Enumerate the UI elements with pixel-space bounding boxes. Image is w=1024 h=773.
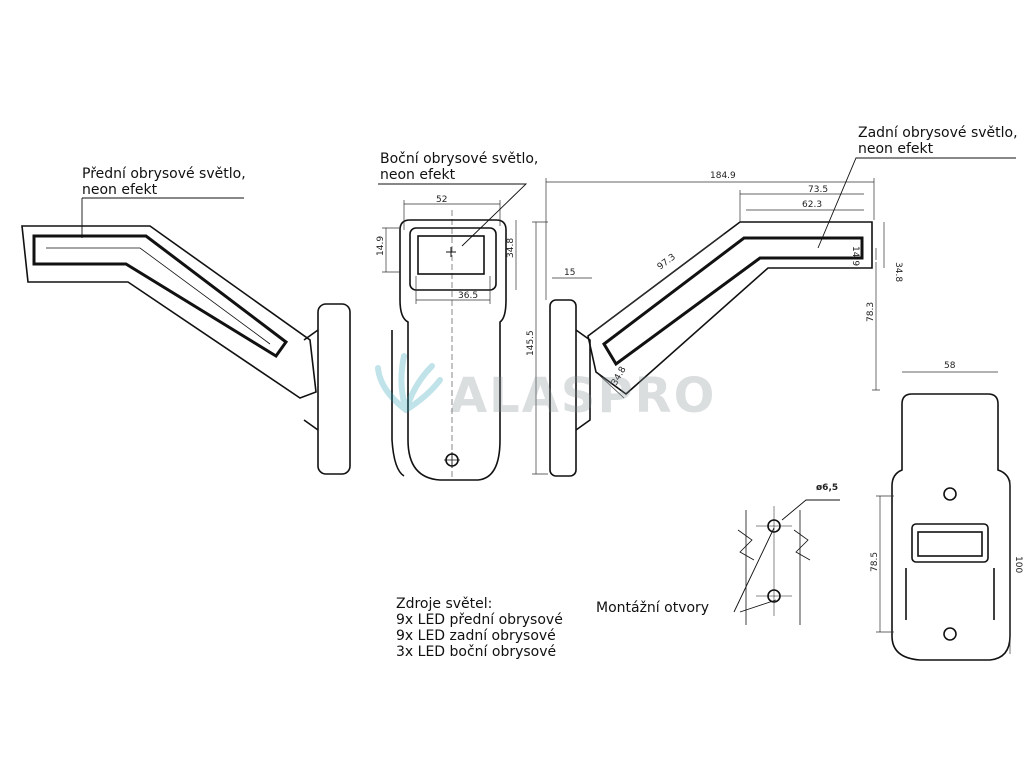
dim-78-3: 78.3: [866, 302, 876, 322]
front-light-view: [21, 225, 351, 475]
dim-73-5: 73.5: [808, 185, 828, 195]
side-light-label-line2: neon efekt: [380, 167, 456, 183]
mounting-holes-detail: [737, 506, 811, 625]
back-view: [891, 393, 1011, 661]
dim-62-3: 62.3: [802, 200, 822, 210]
rear-light-label-line2: neon efekt: [858, 141, 934, 157]
dim-58: 58: [944, 361, 956, 371]
watermark-logo: ALASPRO: [375, 353, 716, 424]
light-sources-note: Zdroje světel: 9x LED přední obrysové 9x…: [396, 596, 563, 660]
side-light-label-line1: Boční obrysové světlo,: [380, 151, 539, 167]
front-light-label: Přední obrysové světlo, neon efekt: [82, 166, 246, 198]
dim-14-9-top: 14.9: [850, 246, 860, 266]
dim-78-5: 78.5: [870, 552, 880, 572]
light-source-item: 9x LED přední obrysové: [396, 612, 563, 628]
dim-100: 100: [1013, 556, 1023, 573]
front-light-label-line2: neon efekt: [82, 182, 158, 198]
leader-lines: [81, 157, 1016, 613]
light-source-item: 9x LED zadní obrysové: [396, 628, 556, 644]
rear-light-label: Zadní obrysové světlo, neon efekt: [858, 125, 1018, 157]
side-light-view: [391, 210, 507, 481]
dim-145-5: 145.5: [526, 330, 536, 356]
dim-14-9: 14.9: [376, 236, 386, 256]
dim-34-8-top: 34.8: [893, 262, 903, 282]
watermark-text: ALASPRO: [450, 368, 716, 424]
dim-184-9: 184.9: [710, 171, 736, 181]
dim-97-3: 97.3: [656, 252, 678, 272]
side-light-label: Boční obrysové světlo, neon efekt: [380, 151, 538, 183]
dim-15: 15: [564, 268, 575, 278]
rear-light-label-line1: Zadní obrysové světlo,: [858, 125, 1018, 141]
dimension-lines: [382, 178, 1011, 654]
light-source-item: 3x LED boční obrysové: [396, 644, 557, 660]
rear-light-view: [549, 221, 873, 477]
mounting-holes-label: Montážní otvory: [596, 600, 710, 616]
dim-36-5: 36.5: [458, 291, 478, 301]
light-sources-title: Zdroje světel:: [396, 596, 493, 612]
dim-52: 52: [436, 195, 447, 205]
front-light-label-line1: Přední obrysové světlo,: [82, 166, 246, 182]
dim-34-8-side: 34.8: [506, 238, 516, 258]
dim-phi-6-5: ø6,5: [816, 483, 838, 493]
